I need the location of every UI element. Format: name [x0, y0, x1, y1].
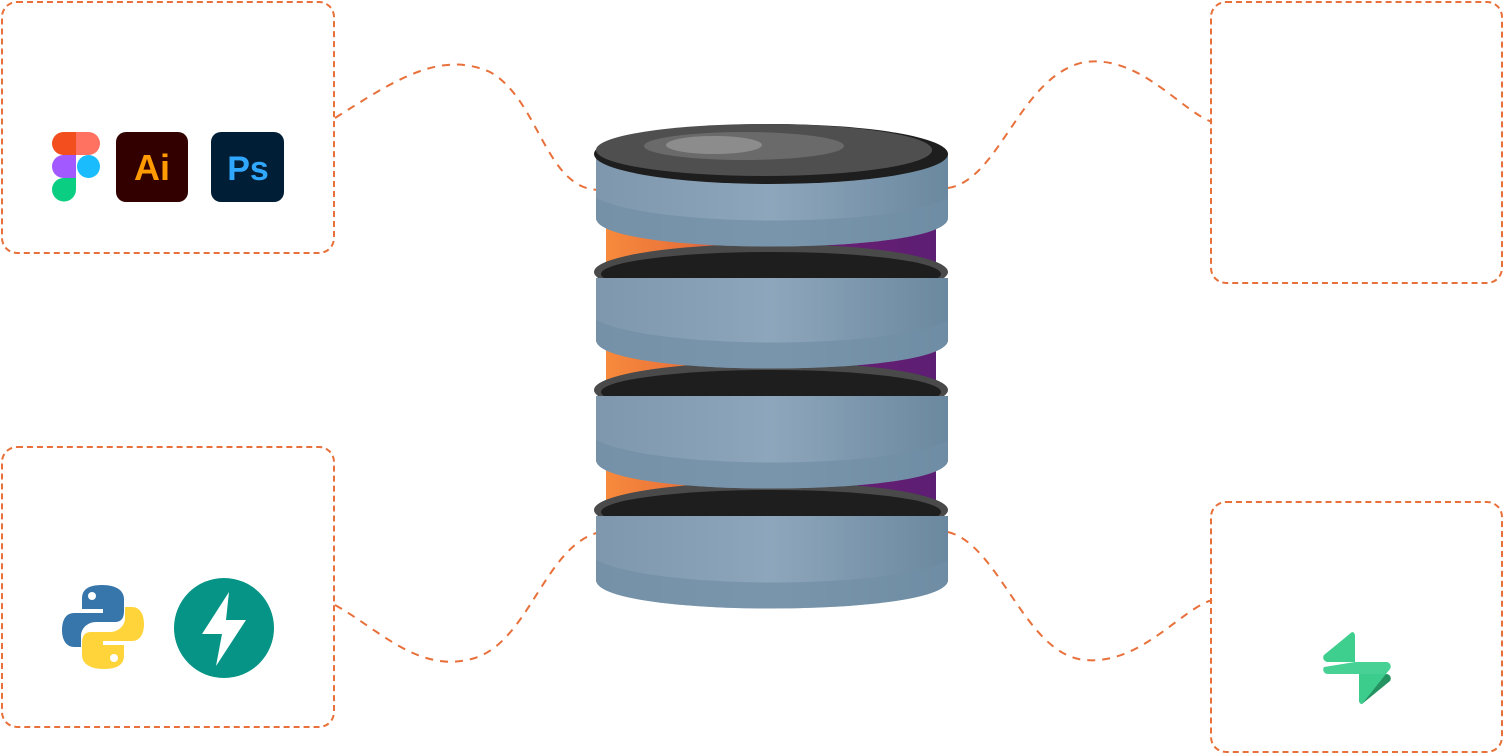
illustrator-icon-text: Ai: [134, 147, 170, 188]
supabase-icon: [1322, 632, 1392, 704]
group-supabase: [1210, 501, 1503, 753]
group-design-tools: [1, 1, 335, 254]
figma-icon: [52, 132, 100, 202]
connector-top-left: [334, 63, 601, 191]
group-empty-top-right: [1210, 1, 1503, 284]
photoshop-icon-text: Ps: [227, 150, 269, 188]
fastapi-icon: [174, 578, 274, 678]
connector-bottom-right: [947, 531, 1213, 662]
adobe-illustrator-icon: Ai: [116, 132, 188, 202]
adobe-photoshop-icon: Ps: [211, 132, 284, 202]
connector-top-right: [947, 60, 1213, 189]
group-backend-tools: [1, 446, 335, 728]
database-stack-icon: [594, 120, 952, 610]
connector-bottom-left: [334, 531, 601, 663]
python-icon: [62, 585, 144, 669]
